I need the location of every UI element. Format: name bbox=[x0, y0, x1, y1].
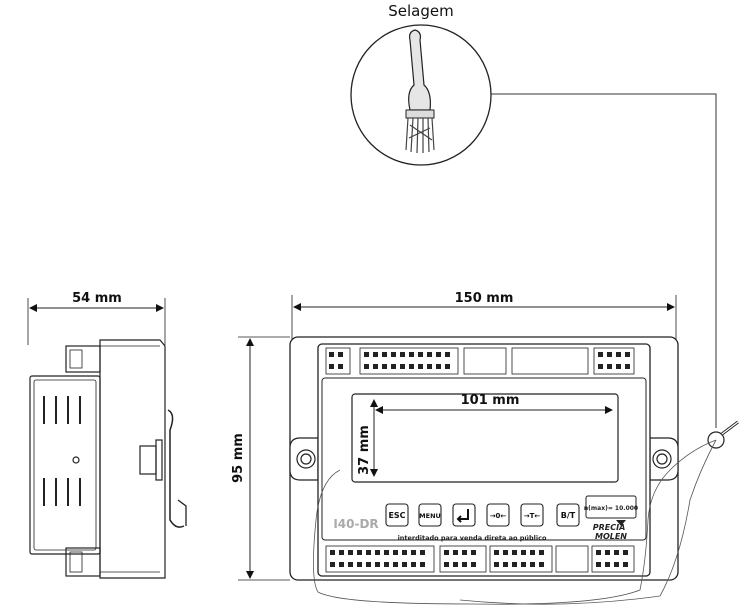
capacity-label: n(max)= 10.000 bbox=[584, 505, 638, 512]
zero-key[interactable] bbox=[486, 503, 510, 527]
notice-label: interditado para venda direta ao público bbox=[398, 534, 547, 542]
side-view bbox=[27, 298, 187, 579]
brand-bottom: MOLEN bbox=[595, 532, 627, 541]
seal-wire-icon bbox=[405, 29, 435, 154]
keypad: ESC MENU →0← →T← B/T bbox=[385, 503, 580, 527]
enter-key[interactable] bbox=[452, 503, 476, 527]
display-width-label: 101 mm bbox=[461, 393, 520, 408]
capacity-plate bbox=[585, 495, 637, 519]
seal-wire-loop-2 bbox=[459, 439, 717, 605]
bt-key-label: B/T bbox=[561, 511, 576, 520]
bottom-terminal-block bbox=[325, 545, 635, 573]
front-width-label: 150 mm bbox=[455, 291, 514, 306]
enter-arrow-icon bbox=[456, 509, 469, 523]
model-label: I40-DR bbox=[333, 517, 378, 531]
menu-key[interactable] bbox=[418, 503, 442, 527]
seal-leader-line bbox=[491, 93, 717, 428]
height-label: 95 mm bbox=[231, 433, 246, 483]
side-width-label: 54 mm bbox=[72, 291, 122, 306]
tare-key-label: →T← bbox=[524, 512, 541, 520]
seal-wire-loop bbox=[313, 439, 717, 605]
esc-key[interactable] bbox=[385, 503, 409, 527]
brand-logo-icon bbox=[616, 520, 626, 526]
top-terminal-block bbox=[325, 347, 635, 375]
seal-title: Selagem bbox=[388, 2, 453, 20]
front-view: 150 mm 95 mm bbox=[231, 291, 717, 605]
menu-key-label: MENU bbox=[419, 512, 441, 520]
esc-key-label: ESC bbox=[388, 511, 405, 520]
seal-detail: Selagem bbox=[350, 2, 739, 449]
tare-key[interactable] bbox=[520, 503, 544, 527]
brand-top: PRECIA bbox=[593, 523, 626, 532]
bt-key[interactable] bbox=[556, 503, 580, 527]
display-height-label: 37 mm bbox=[357, 425, 372, 475]
seal-tag-icon bbox=[707, 420, 739, 449]
display-window bbox=[351, 393, 619, 483]
zero-key-label: →0← bbox=[490, 512, 507, 520]
